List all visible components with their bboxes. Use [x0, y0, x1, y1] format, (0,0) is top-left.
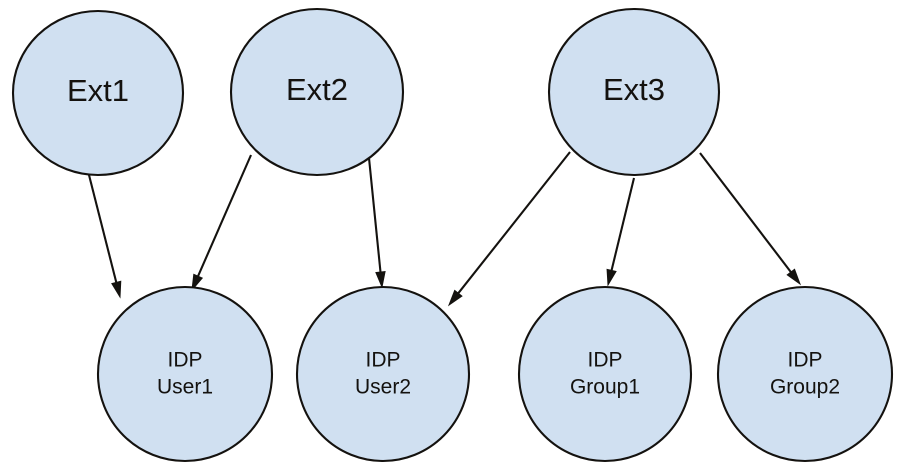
edges-layer	[87, 151, 802, 307]
arrowhead-icon	[191, 273, 204, 292]
edge-line	[87, 174, 119, 286]
edge-line	[699, 152, 794, 276]
arrowhead-icon	[786, 268, 802, 286]
node-ext3[interactable]: Ext3	[547, 7, 721, 177]
arrowhead-icon	[447, 289, 463, 307]
edge-ext2-to-idpuser1	[191, 154, 252, 292]
node-shape[interactable]	[96, 285, 274, 463]
node-shape[interactable]	[295, 285, 471, 463]
arrowhead-icon	[375, 271, 386, 289]
edge-line	[195, 154, 252, 280]
edge-line	[609, 177, 636, 274]
node-shape[interactable]	[11, 9, 185, 177]
edge-ext1-to-idpuser1	[87, 174, 122, 299]
node-shape[interactable]	[517, 285, 693, 463]
node-shape[interactable]	[716, 285, 894, 463]
edge-ext3-to-idpgroup2	[699, 152, 802, 286]
edge-line	[367, 157, 382, 276]
node-shape[interactable]	[547, 7, 721, 177]
arrowhead-icon	[606, 268, 617, 287]
node-ext2[interactable]: Ext2	[229, 7, 405, 177]
arrowhead-icon	[111, 280, 122, 299]
edge-line	[455, 151, 571, 297]
node-ext1[interactable]: Ext1	[11, 9, 185, 177]
node-shape[interactable]	[229, 7, 405, 177]
edge-ext3-to-idpgroup1	[606, 177, 636, 287]
edge-ext3-to-idpuser2	[447, 151, 571, 307]
edge-ext2-to-idpuser2	[367, 157, 386, 289]
